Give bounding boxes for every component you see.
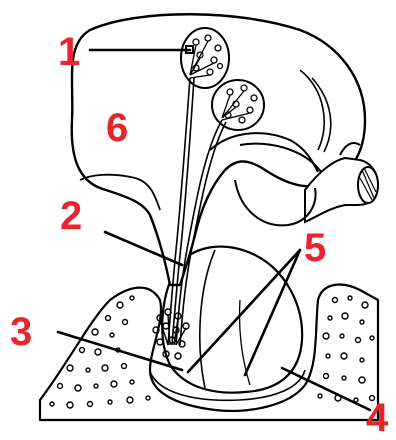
label-2: 2 <box>60 196 82 236</box>
bone-texture-right <box>318 296 375 402</box>
label-3: 3 <box>10 312 32 352</box>
leader-4 <box>282 368 370 410</box>
label-1: 1 <box>58 32 80 72</box>
label-6: 6 <box>106 108 128 148</box>
label-5: 5 <box>304 228 326 268</box>
label-4: 4 <box>366 398 388 438</box>
